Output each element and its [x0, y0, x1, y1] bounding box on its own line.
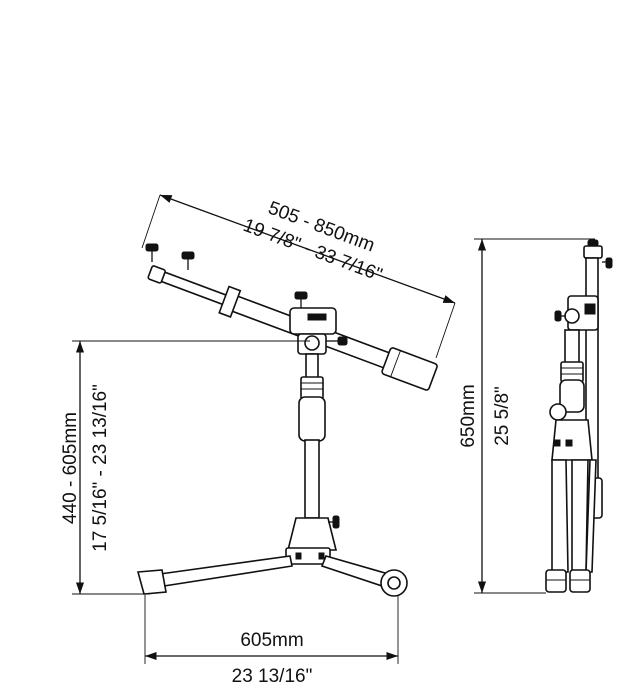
- total-height-dimension: [474, 238, 595, 594]
- front-view-stand: [136, 243, 438, 597]
- total-height-in-label: 25 5/8": [492, 386, 513, 446]
- tripod-hub: [286, 517, 338, 551]
- boom-length-dimension: [141, 194, 456, 359]
- total-height-mm-label: 650mm: [458, 384, 479, 447]
- base-width-in-label: 23 13/16": [232, 666, 313, 687]
- base-width-mm-label: 605mm: [240, 630, 303, 651]
- boom-clutch: [289, 307, 337, 335]
- stand-height-in-label: 17 5/16" - 23 13/16": [90, 384, 111, 552]
- stand-height-dimension: [72, 340, 310, 595]
- left-leg: [158, 555, 293, 587]
- stand-height-mm-label: 440 - 605mm: [60, 412, 81, 524]
- side-view-stand: [545, 239, 613, 593]
- base-width-dimension: [144, 595, 399, 664]
- height-clutch: [300, 376, 324, 400]
